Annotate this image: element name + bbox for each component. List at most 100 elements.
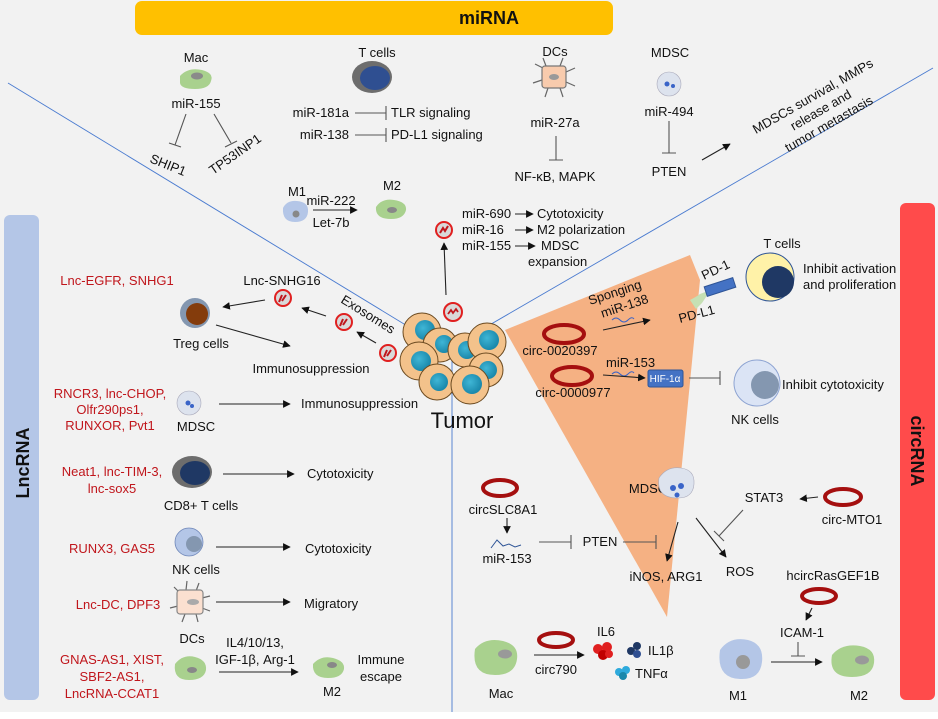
inos-arg1: iNOS, ARG1 (630, 569, 703, 584)
hif1a-label: HIF-1α (650, 374, 681, 385)
hif1a-box (647, 369, 684, 388)
circ-mdsc-mir153: miR-153 (482, 551, 531, 566)
lnc-dc-regulators: Lnc-DC, DPF3 (76, 597, 161, 612)
mirna-pten: PTEN (652, 164, 687, 179)
mirna-banner-label: miRNA (459, 8, 519, 28)
mirna-mac-mirna: miR-155 (171, 96, 220, 111)
pdl1-receptor-icon (690, 291, 708, 309)
circ-pten: PTEN (583, 534, 618, 549)
circ-mdsc-label: MDSC (629, 481, 667, 496)
lnc-mdsc-label: MDSC (177, 419, 215, 434)
il1b-label: IL1β (648, 643, 674, 658)
lnc-dc-effect: Migratory (304, 596, 359, 611)
lnc-dc-label: DCs (179, 631, 205, 646)
lnc-treg-regulators: Lnc-EGFR, SNHG1 (60, 273, 173, 288)
arrow-tumor-exosome (440, 242, 449, 296)
circ790-icon (537, 631, 575, 649)
il6-icon (593, 642, 613, 660)
lnc-mdsc-reg-1: RNCR3, lnc-CHOP, (54, 386, 166, 401)
lnc-mdsc-icon (176, 390, 202, 416)
mirna-mdsc-label: MDSC (651, 45, 689, 60)
pdl1-signaling: PD-L1 signaling (391, 127, 483, 142)
lnc-mdsc-reg-3: RUNXOR, Pvt1 (65, 418, 155, 433)
treg-cells-label: Treg cells (173, 336, 229, 351)
circ-mir153-label: miR-153 (606, 355, 655, 370)
circ-m2-label: M2 (850, 688, 868, 703)
circ-mto1-label: circ-MTO1 (822, 512, 882, 527)
dendritic-cell-icon (532, 57, 576, 98)
circrna-fan (505, 255, 700, 617)
lnc-mac-effect-2: escape (360, 669, 402, 684)
lnc-m2-icon (312, 657, 345, 678)
lnc-snhg16: Lnc-SNHG16 (243, 273, 320, 288)
lnc-mac-factor-1: IL4/10/13, (226, 635, 284, 650)
circrna-banner (900, 203, 935, 700)
mirna-222: miR-222 (306, 193, 355, 208)
effect-cytotoxicity: Cytotoxicity (537, 206, 604, 221)
cd8-effect: Cytotoxicity (307, 466, 374, 481)
lnc-mac-factor-2: IGF-1β, Arg-1 (215, 652, 295, 667)
mirna-690: miR-690 (462, 206, 511, 221)
arrow-mto1-stat3 (799, 494, 819, 503)
inhibit-pten (662, 121, 676, 154)
m2-macrophage-icon (375, 199, 407, 219)
arrow-treg-immuno (215, 324, 291, 348)
circ-nk-label: NK cells (731, 412, 779, 427)
lnc-nk-cell-icon (174, 527, 204, 557)
circ-m2-icon (831, 645, 875, 677)
tnfa-icon (615, 666, 630, 680)
inhibit-stat3 (713, 509, 744, 542)
cd8-t-cell-icon (172, 456, 212, 488)
arrow-sponge (602, 317, 651, 331)
circrna-banner-label: circRNA (907, 415, 927, 486)
lnc-mac-effect-1: Immune (358, 652, 405, 667)
lnc-exosome-icon-3 (379, 344, 397, 362)
mirna-tcells-label: T cells (358, 45, 396, 60)
inhibit-shinp1 (168, 113, 187, 148)
arrow-to-treg (222, 299, 266, 310)
mirna-dcs-label: DCs (542, 44, 568, 59)
mirna-494: miR-494 (644, 104, 693, 119)
circ-0020397-icon (542, 323, 586, 345)
inhibit-icam (791, 642, 805, 657)
tcell-effect-2: and proliferation (803, 277, 896, 292)
lnc-exosome-icon-1 (274, 289, 292, 307)
tnfa-label: TNFα (635, 666, 668, 681)
effect-expansion: expansion (528, 254, 587, 269)
circ-tcells-label: T cells (763, 236, 801, 251)
nk-effect: Inhibit cytotoxicity (782, 377, 884, 392)
mirna-let7b: Let-7b (313, 215, 350, 230)
ros-label: ROS (726, 564, 755, 579)
arrow-exo-2 (301, 306, 327, 317)
divider-right (454, 67, 934, 346)
exosome-mirna-icon (435, 221, 453, 239)
circ-mac-label: Mac (489, 686, 514, 701)
mirna-155-exo: miR-155 (462, 238, 511, 253)
lncrna-banner (4, 215, 39, 700)
inhibit-tlr (355, 106, 387, 120)
tumor-cluster-icon (399, 312, 507, 405)
circ-t-cell-icon (745, 252, 795, 302)
m1-macrophage-icon (282, 200, 309, 222)
lnc-nk-regulators: RUNX3, GAS5 (69, 541, 155, 556)
tlr-signaling: TLR signaling (391, 105, 471, 120)
stat3-label: STAT3 (745, 490, 784, 505)
circ-mto1-icon (823, 487, 863, 507)
lnc-cd8-reg-2: lnc-sox5 (88, 481, 136, 496)
il1b-icon (627, 642, 641, 658)
mirna-138: miR-138 (300, 127, 349, 142)
circ-0000977-label: circ-0000977 (535, 385, 610, 400)
divider-left (7, 82, 456, 356)
mirna-mac-label: Mac (184, 50, 209, 65)
lnc-mdsc-reg-2: Olfr290ps1, (76, 402, 143, 417)
lnc-mac-reg-3: LncRNA-CCAT1 (65, 686, 159, 701)
pd1-receptor-icon (703, 276, 737, 298)
t-cell-icon (352, 61, 392, 93)
circ-mdsc-icon (658, 467, 695, 499)
inhibit-tp53inp1 (213, 113, 238, 148)
lnc-mac-icon (174, 656, 207, 680)
macrophage-icon (180, 69, 212, 89)
mirna-m1-label: M1 (288, 184, 306, 199)
